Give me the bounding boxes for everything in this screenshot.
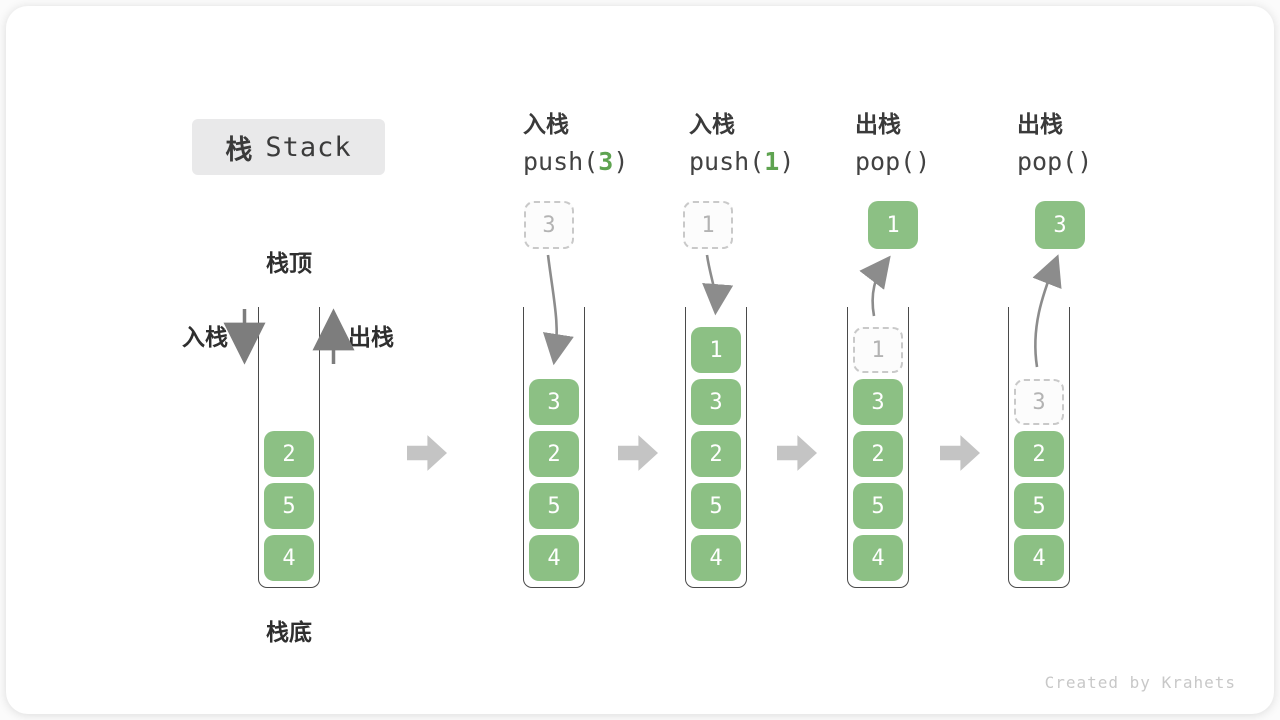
stack-cell: 3 xyxy=(691,379,741,425)
stack-cell: 5 xyxy=(1014,483,1064,529)
stack-cell: 3 xyxy=(529,379,579,425)
right-arrow-icon xyxy=(407,435,447,471)
stack-4-after-pop-1: 1 3 2 5 4 xyxy=(847,307,909,588)
stack-cell: 4 xyxy=(1014,535,1064,581)
ghost-cell-incoming-3: 3 xyxy=(524,201,574,249)
stack-cell: 2 xyxy=(853,431,903,477)
cell-value: 1 xyxy=(886,212,900,238)
op-name: 入栈 xyxy=(523,111,569,137)
title-en: Stack xyxy=(265,131,352,163)
code-post: ) xyxy=(613,147,629,176)
stack-cell: 1 xyxy=(691,327,741,373)
op-name: 入栈 xyxy=(689,111,735,137)
stack-cell: 4 xyxy=(691,535,741,581)
code-pre: push( xyxy=(523,147,599,176)
op-label-pop-2: 出栈 pop() xyxy=(1017,111,1092,175)
op-code: pop() xyxy=(855,149,930,174)
stack-cell: 4 xyxy=(264,535,314,581)
title-cjk: 栈 xyxy=(225,134,253,165)
stack-cell: 5 xyxy=(264,483,314,529)
stack-cell: 4 xyxy=(853,535,903,581)
title-box: 栈 Stack xyxy=(192,119,385,175)
op-label-push-3: 入栈 push(3) xyxy=(523,111,628,175)
diagram-card: 栈 Stack 入栈 push(3) 入栈 push(1) 出栈 pop() 出… xyxy=(6,6,1274,714)
ghost-cell-incoming-1: 1 xyxy=(683,201,733,249)
popped-cell-3: 3 xyxy=(1035,201,1085,249)
cell-value: 3 xyxy=(542,212,556,238)
stack-bottom-label: 栈底 xyxy=(266,619,312,645)
code-post: ) xyxy=(1077,147,1093,176)
watermark-credit: Created by Krahets xyxy=(1044,673,1236,692)
code-post: ) xyxy=(779,147,795,176)
code-pre: push( xyxy=(689,147,765,176)
stack-top-label: 栈顶 xyxy=(266,250,312,276)
stack-cell: 2 xyxy=(691,431,741,477)
right-arrow-icon xyxy=(618,435,658,471)
stack-1-initial: 2 5 4 xyxy=(258,307,320,588)
code-arg: 1 xyxy=(764,147,780,176)
popped-cell-1: 1 xyxy=(868,201,918,249)
cell-value: 3 xyxy=(1053,212,1067,238)
op-code: pop() xyxy=(1017,149,1092,174)
stack-cell-ghost: 3 xyxy=(1014,379,1064,425)
stack-3-after-push-1: 1 3 2 5 4 xyxy=(685,307,747,588)
stack-2-after-push-3: 3 2 5 4 xyxy=(523,307,585,588)
op-name: 出栈 xyxy=(855,111,901,137)
code-pre: pop( xyxy=(855,147,916,176)
cell-value: 1 xyxy=(701,212,715,238)
push-1-curve-arrow-icon xyxy=(702,254,734,316)
stack-cell: 2 xyxy=(1014,431,1064,477)
code-arg: 3 xyxy=(598,147,614,176)
pop-direction-label: 出栈 xyxy=(348,324,394,350)
stack-cell: 2 xyxy=(264,431,314,477)
stack-cell: 5 xyxy=(529,483,579,529)
stack-cell: 5 xyxy=(691,483,741,529)
op-code: push(1) xyxy=(689,149,794,174)
op-label-push-1: 入栈 push(1) xyxy=(689,111,794,175)
stack-cell-ghost: 1 xyxy=(853,327,903,373)
push-direction-label: 入栈 xyxy=(182,324,228,350)
stack-cell: 3 xyxy=(853,379,903,425)
op-name: 出栈 xyxy=(1017,111,1063,137)
stack-cell: 5 xyxy=(853,483,903,529)
right-arrow-icon xyxy=(940,435,980,471)
code-pre: pop( xyxy=(1017,147,1078,176)
stack-cell: 4 xyxy=(529,535,579,581)
code-post: ) xyxy=(915,147,931,176)
op-code: push(3) xyxy=(523,149,628,174)
op-label-pop-1: 出栈 pop() xyxy=(855,111,930,175)
stack-5-after-pop-3: 3 2 5 4 xyxy=(1008,307,1070,588)
stack-cell: 2 xyxy=(529,431,579,477)
right-arrow-icon xyxy=(777,435,817,471)
